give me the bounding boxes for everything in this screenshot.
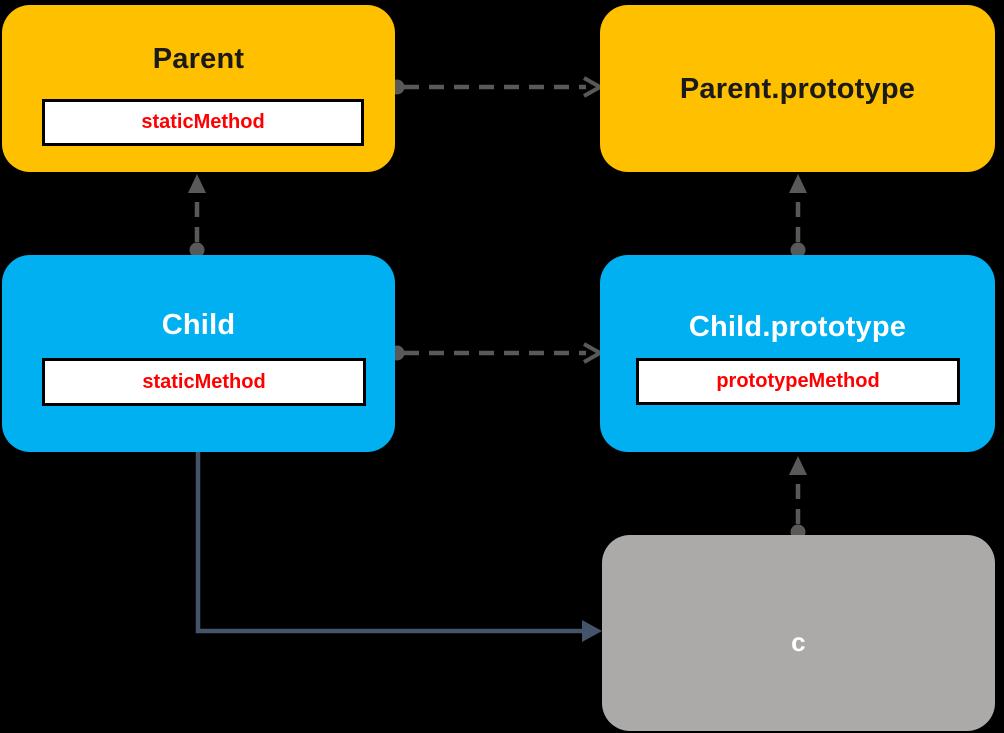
node-child-title: Child bbox=[161, 309, 236, 341]
edge-child-to-parent bbox=[188, 174, 206, 258]
node-parent-prototype: Parent.prototype bbox=[600, 5, 995, 172]
node-parent-method-label: staticMethod bbox=[141, 111, 265, 133]
node-child-method-label: staticMethod bbox=[142, 370, 266, 393]
node-child-prototype-method-label: prototypeMethod bbox=[716, 370, 880, 392]
arrowhead-up bbox=[789, 174, 807, 193]
node-child-prototype-method-box: prototypeMethod bbox=[636, 358, 960, 405]
node-child-prototype: Child.prototype prototypeMethod bbox=[600, 255, 995, 452]
node-parent: Parent staticMethod bbox=[2, 5, 395, 172]
node-c-title: c bbox=[791, 627, 806, 657]
edge-child-to-c bbox=[195, 452, 602, 642]
edge-child-to-child-prototype bbox=[389, 342, 605, 364]
node-parent-method-box: staticMethod bbox=[42, 99, 364, 146]
edge-c-to-child-prototype bbox=[789, 456, 807, 540]
arrowhead-up bbox=[188, 174, 206, 193]
edge-child-prototype-to-parent-prototype bbox=[789, 174, 807, 258]
arrowhead-solid-right bbox=[582, 620, 602, 642]
node-child-method-box: staticMethod bbox=[42, 358, 366, 406]
node-c: c bbox=[602, 535, 995, 731]
arrowhead-up bbox=[789, 456, 807, 475]
node-parent-prototype-title: Parent.prototype bbox=[679, 73, 916, 105]
node-parent-title: Parent bbox=[152, 43, 245, 75]
arrowhead-open-right bbox=[583, 76, 605, 98]
node-child-prototype-title: Child.prototype bbox=[688, 311, 907, 343]
edge-parent-to-parent-prototype bbox=[389, 76, 605, 98]
node-child: Child staticMethod bbox=[2, 255, 395, 452]
arrowhead-open-right bbox=[583, 342, 605, 364]
